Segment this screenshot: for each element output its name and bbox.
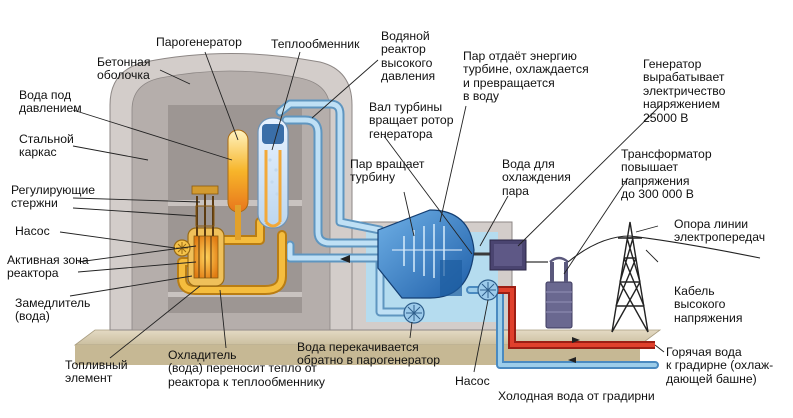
- turbine: [377, 209, 475, 299]
- flow-arrows: [340, 255, 580, 363]
- power-line-tower: [611, 221, 649, 333]
- label-concrete-shell: Бетонная оболочка: [97, 55, 151, 83]
- label-pressurized-water: Вода под давлением: [19, 88, 82, 116]
- label-active-zone: Активная зона реактора: [7, 253, 89, 281]
- heat-exchanger: [257, 117, 289, 229]
- label-cold-water: Холодная вода от градирни: [498, 389, 655, 403]
- label-turbine-shaft: Вал турбины вращает ротор генератора: [369, 100, 454, 141]
- label-steel-frame: Стальной каркас: [19, 132, 74, 160]
- transformer: [545, 256, 573, 329]
- label-hp-water-reactor: Водяной реактор высокого давления: [381, 29, 436, 84]
- steam-generator: [227, 129, 249, 240]
- label-control-rods: Регулирующие стержни: [11, 183, 96, 211]
- label-generator-produces: Генератор вырабатывает электричество нап…: [643, 57, 726, 125]
- label-cooling-water: Вода для охлаждения пара: [502, 157, 571, 198]
- label-moderator: Замедлитель (вода): [15, 296, 91, 324]
- label-steam-gives-energy: Пар отдаёт энергию турбине, охлаждается …: [463, 49, 589, 104]
- label-pump-left: Насос: [15, 224, 50, 238]
- label-power-line-tower: Опора линии электропередач: [674, 217, 766, 245]
- condenser-pumps: [403, 279, 499, 324]
- label-water-pumped-back: Вода перекачивается обратно в парогенера…: [297, 340, 441, 368]
- label-hv-cable: Кабель высокого напряжения: [674, 284, 743, 325]
- label-fuel-element: Топливный элемент: [65, 358, 128, 386]
- label-steam-rotates-turbine: Пар вращает турбину: [350, 157, 425, 185]
- leader-lines: [59, 51, 665, 373]
- label-pump-right: Насос: [455, 374, 490, 388]
- high-voltage-cable: [567, 235, 761, 263]
- label-steam-generator: Парогенератор: [156, 35, 242, 49]
- label-hot-water: Горячая вода к градирне (охлаж- дающей б…: [666, 345, 774, 386]
- reactor-vessel: [187, 185, 225, 287]
- label-heat-exchanger: Теплообменник: [271, 37, 360, 51]
- label-coolant: Охладитель (вода) переносит тепло от реа…: [168, 348, 326, 389]
- generator: [489, 239, 527, 271]
- label-transformer: Трансформатор повышает напряжения до 300…: [621, 147, 712, 202]
